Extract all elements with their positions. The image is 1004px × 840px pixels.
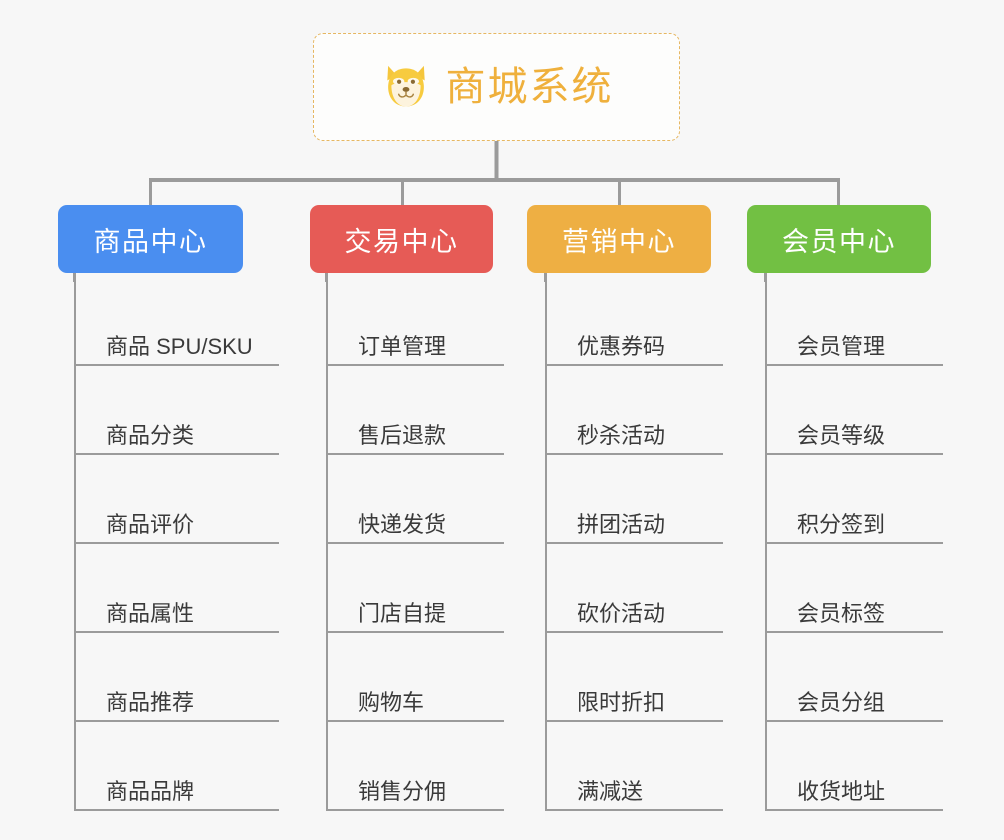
leaf-item[interactable]: 积分签到 — [767, 455, 943, 544]
leaf-item-label: 商品推荐 — [106, 689, 195, 715]
leaf-item-label: 会员标签 — [797, 600, 886, 626]
leaf-item-label: 会员等级 — [797, 422, 886, 448]
root-title: 商城系统 — [445, 65, 614, 109]
leaf-item-label: 拼团活动 — [577, 511, 666, 537]
category-box-2[interactable]: 交易中心 — [310, 205, 493, 273]
leaf-item[interactable]: 会员管理 — [767, 277, 943, 366]
leaf-item-label: 商品分类 — [106, 422, 195, 448]
leaf-item-label: 会员分组 — [797, 689, 886, 715]
leaf-item-label: 商品评价 — [106, 511, 195, 537]
leaf-item-label: 快递发货 — [358, 511, 447, 537]
leaf-item-label: 会员管理 — [797, 333, 886, 359]
leaf-item-label: 商品 SPU/SKU — [106, 333, 253, 359]
leaf-column-4: 会员管理会员等级积分签到会员标签会员分组收货地址 — [765, 277, 943, 811]
leaf-item-label: 优惠券码 — [577, 333, 666, 359]
leaf-item-label: 商品品牌 — [106, 778, 195, 804]
dog-face-icon — [386, 65, 425, 107]
leaf-item[interactable]: 商品属性 — [76, 544, 279, 633]
leaf-column-2: 订单管理售后退款快递发货门店自提购物车销售分佣 — [326, 277, 504, 811]
leaf-item-label: 收货地址 — [797, 778, 886, 804]
leaf-item[interactable]: 满减送 — [547, 722, 723, 811]
leaf-item-label: 门店自提 — [358, 600, 447, 626]
leaf-item[interactable]: 购物车 — [328, 633, 504, 722]
leaf-item[interactable]: 会员标签 — [767, 544, 943, 633]
leaf-item-label: 购物车 — [358, 689, 425, 715]
leaf-item[interactable]: 售后退款 — [328, 366, 504, 455]
leaf-item[interactable]: 门店自提 — [328, 544, 504, 633]
leaf-item-label: 商品属性 — [106, 600, 195, 626]
category-label: 交易中心 — [344, 226, 459, 257]
leaf-column-1: 商品 SPU/SKU 商品分类商品评价商品属性商品推荐商品品牌 — [74, 277, 279, 811]
leaf-item[interactable]: 销售分佣 — [328, 722, 504, 811]
leaf-item[interactable]: 收货地址 — [767, 722, 943, 811]
category-label: 商品中心 — [93, 226, 208, 257]
leaf-item-label: 积分签到 — [797, 511, 886, 537]
leaf-column-3: 优惠券码秒杀活动拼团活动砍价活动限时折扣满减送 — [545, 277, 723, 811]
leaf-item[interactable]: 商品品牌 — [76, 722, 279, 811]
root-node[interactable]: 商城系统 — [313, 33, 680, 141]
leaf-item-label: 满减送 — [577, 778, 644, 804]
leaf-item[interactable]: 商品评价 — [76, 455, 279, 544]
leaf-item[interactable]: 砍价活动 — [547, 544, 723, 633]
leaf-item[interactable]: 拼团活动 — [547, 455, 723, 544]
leaf-item[interactable]: 优惠券码 — [547, 277, 723, 366]
leaf-item-label: 限时折扣 — [577, 689, 666, 715]
category-label: 营销中心 — [562, 226, 676, 257]
category-box-1[interactable]: 商品中心 — [58, 205, 243, 273]
leaf-item-label: 砍价活动 — [577, 600, 666, 626]
leaf-item[interactable]: 商品推荐 — [76, 633, 279, 722]
leaf-item-label: 售后退款 — [358, 422, 447, 448]
leaf-item-label: 秒杀活动 — [577, 422, 666, 448]
leaf-item-label: 订单管理 — [358, 333, 447, 359]
category-box-3[interactable]: 营销中心 — [527, 205, 711, 273]
leaf-item-label: 销售分佣 — [358, 778, 447, 804]
category-box-4[interactable]: 会员中心 — [747, 205, 931, 273]
leaf-item[interactable]: 快递发货 — [328, 455, 504, 544]
leaf-item[interactable]: 订单管理 — [328, 277, 504, 366]
leaf-item[interactable]: 秒杀活动 — [547, 366, 723, 455]
leaf-item[interactable]: 商品分类 — [76, 366, 279, 455]
leaf-item[interactable]: 限时折扣 — [547, 633, 723, 722]
leaf-item[interactable]: 会员分组 — [767, 633, 943, 722]
leaf-item[interactable]: 会员等级 — [767, 366, 943, 455]
category-label: 会员中心 — [782, 226, 896, 257]
leaf-item[interactable]: 商品 SPU/SKU — [76, 277, 279, 366]
